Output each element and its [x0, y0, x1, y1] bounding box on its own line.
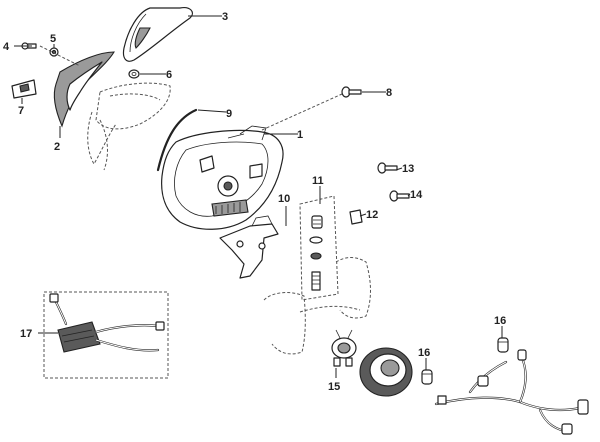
callout-labels: 1 2 3 4 5 6 7 8 9 10 11 12 13 14 15 16 1… [3, 11, 506, 393]
callout-3: 3 [222, 11, 228, 23]
part-6-grommet [128, 69, 140, 79]
ghost-fairing-outline [87, 82, 171, 171]
callout-10: 10 [278, 193, 290, 205]
part-16-position-bulb-b [421, 369, 433, 385]
part-10-mounting-bracket [219, 215, 279, 279]
callout-17: 17 [20, 328, 32, 340]
part-9-seal-strip [156, 108, 198, 172]
part-11-adjuster-hardware [299, 195, 339, 301]
callout-5: 5 [50, 33, 56, 45]
callout-1: 1 [297, 129, 303, 141]
assembly-guide-line [39, 45, 81, 67]
callout-2: 2 [54, 141, 60, 153]
callout-13: 13 [402, 163, 414, 175]
assembly-guide-line [261, 93, 343, 131]
part-7-side-reflector [11, 79, 37, 99]
part-15-bulb-socket [331, 329, 357, 367]
callout-9: 9 [226, 108, 232, 120]
part-3-upper-lens-trim [122, 7, 193, 62]
callout-11: 11 [312, 175, 324, 187]
part-12-clip [349, 209, 363, 225]
callout-12: 12 [366, 209, 378, 221]
part-8-mounting-screw [341, 86, 362, 98]
callout-7: 7 [18, 105, 24, 117]
callout-15: 15 [328, 381, 340, 393]
headlight-rear-cover [359, 347, 413, 397]
part-1-headlight-housing [161, 125, 284, 230]
callout-4: 4 [3, 41, 10, 53]
callout-14: 14 [410, 189, 423, 201]
callout-16-b: 16 [418, 347, 430, 359]
callout-16-a: 16 [494, 315, 506, 327]
part-13-bolt [377, 162, 398, 174]
ghost-frame-outline [263, 257, 371, 355]
part-14-bolt [389, 190, 410, 202]
leader-lines [14, 15, 503, 378]
part-2-cover-bracket [53, 51, 115, 128]
part-17-control-module [43, 291, 169, 379]
callout-6: 6 [166, 69, 172, 81]
callout-8: 8 [386, 87, 392, 99]
wiring-harness [434, 349, 589, 435]
part-16-position-bulb-a [497, 337, 509, 353]
